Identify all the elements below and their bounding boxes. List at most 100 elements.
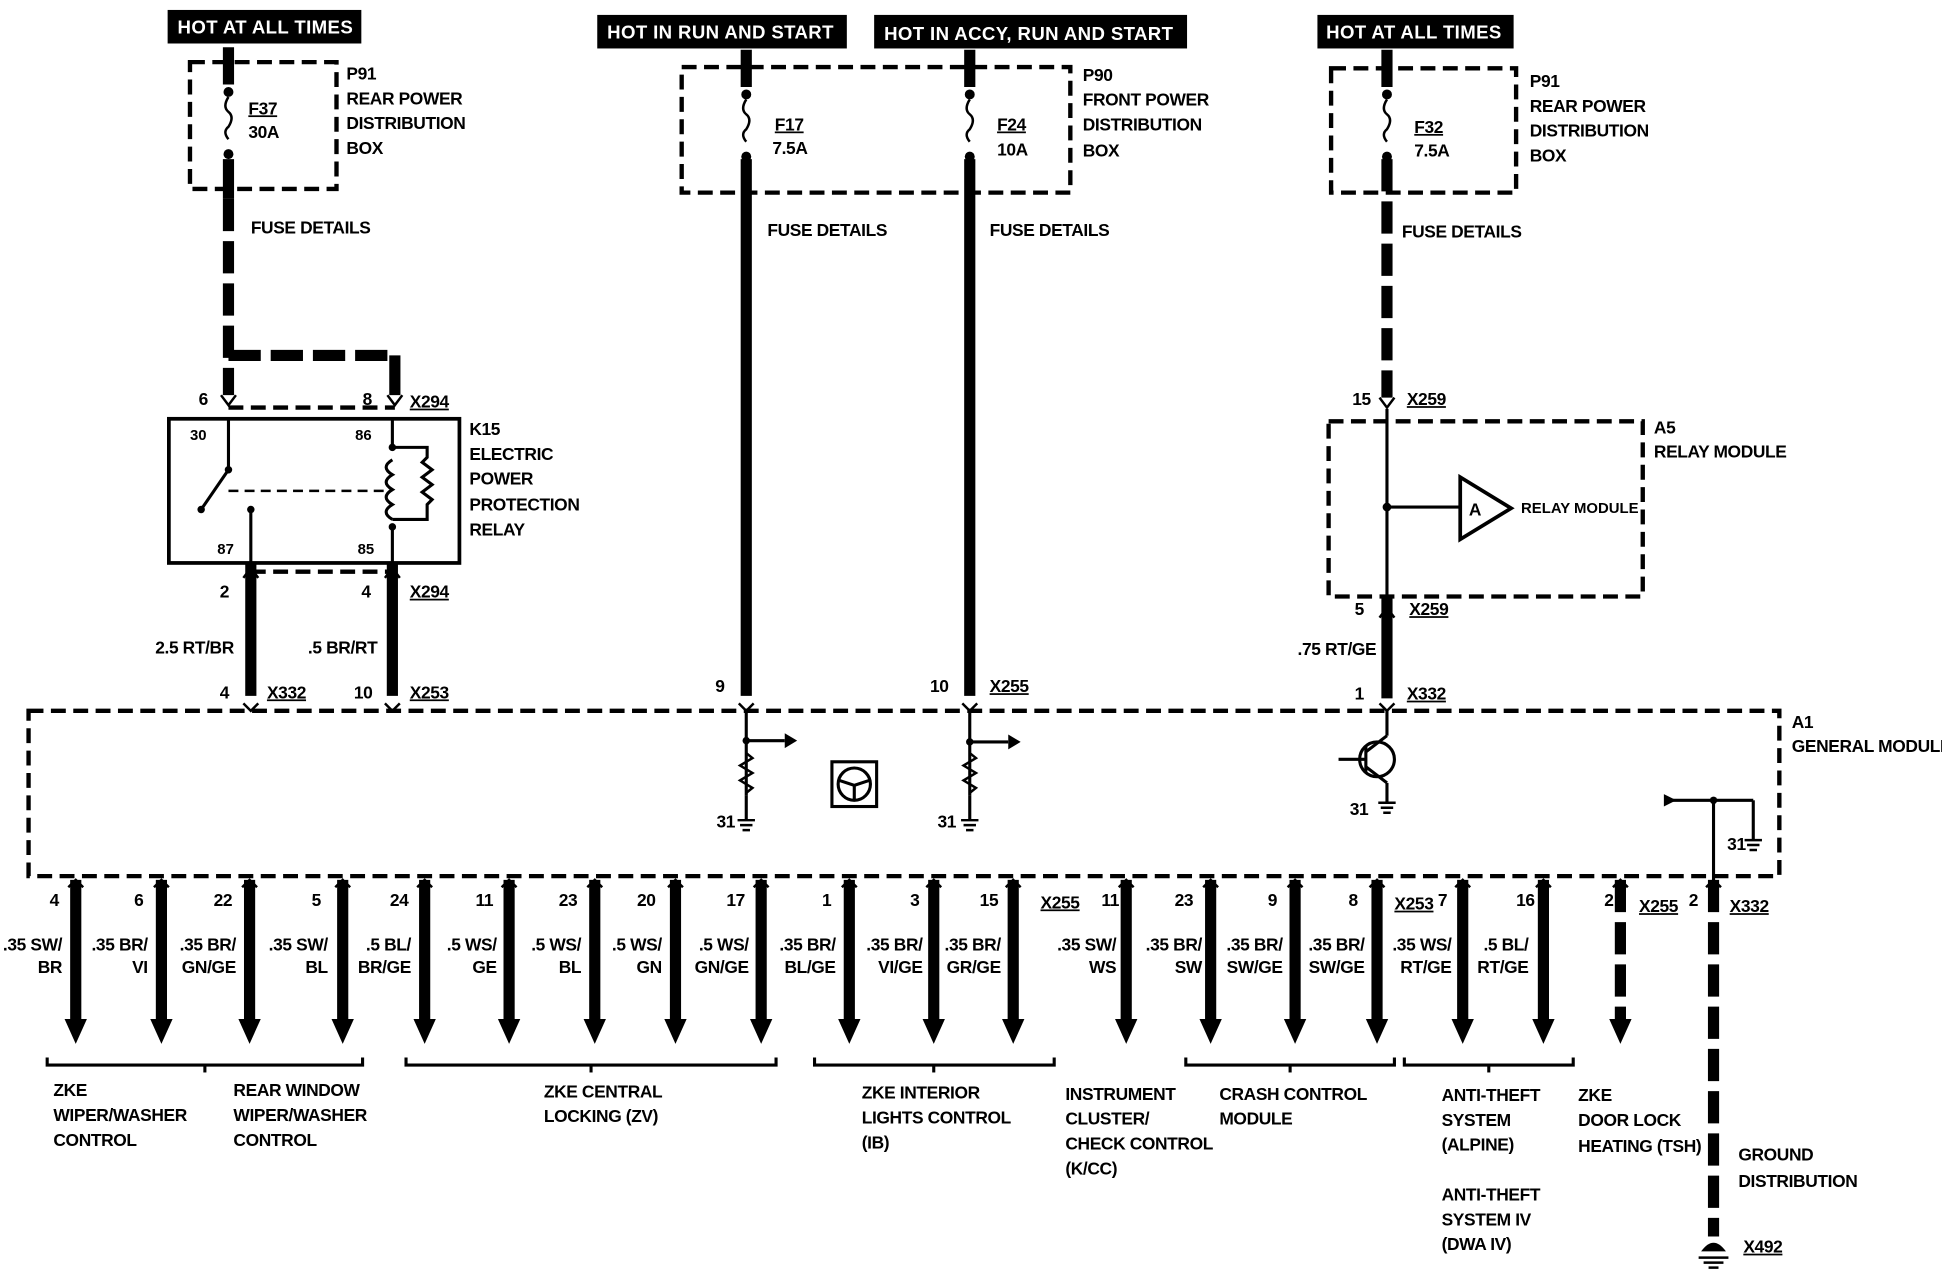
svg-text:MODULE: MODULE [1219,1109,1292,1129]
output-wire-color: GR/GE [947,957,1001,977]
output-pin-number: 1 [822,890,832,910]
svg-text:HOT AT ALL TIMES: HOT AT ALL TIMES [178,17,354,38]
output-arrow [1283,1019,1307,1044]
svg-text:FRONT POWER: FRONT POWER [1083,90,1210,110]
fuse-f32-rating: 7.5A [1414,141,1450,161]
output-wire-color: .35 SW/ [1057,935,1117,955]
output-arrow [238,1019,261,1044]
svg-text:INSTRUMENT: INSTRUMENT [1065,1084,1176,1104]
svg-text:DISTRIBUTION: DISTRIBUTION [346,113,465,133]
svg-text:X332: X332 [1407,684,1446,704]
output-wire-color: .5 BL/ [1483,935,1529,955]
svg-text:X332: X332 [1730,896,1769,916]
output-wire-color: SW/GE [1309,957,1365,977]
output-wire-color: .5 WS/ [612,935,662,955]
svg-text:ELECTRIC: ELECTRIC [469,444,554,464]
output-arrow [331,1019,354,1044]
output-arrow [1365,1019,1389,1044]
svg-text:.75 RT/GE: .75 RT/GE [1298,639,1377,659]
svg-text:1: 1 [1355,684,1365,704]
fuse-f24-rating: 10A [997,139,1029,159]
svg-text:K15: K15 [469,419,500,439]
output-arrow [664,1019,687,1044]
output-arrow [1199,1019,1222,1044]
svg-text:15: 15 [1352,389,1371,409]
output-wire-color: .35 BR/ [180,935,237,955]
output-arrow [1451,1019,1474,1044]
general-module-a1: A1 GENERAL MODULE 31 31 [26,702,1942,888]
output-wire-color: .5 WS/ [531,935,581,955]
svg-text:CONTROL: CONTROL [53,1130,137,1150]
ground-x492: X492 [1698,1237,1783,1269]
svg-text:DOOR LOCK: DOOR LOCK [1578,1110,1682,1130]
svg-text:RELAY MODULE: RELAY MODULE [1654,441,1787,461]
svg-text:X255: X255 [1639,896,1679,916]
output-arrow [749,1019,773,1044]
svg-text:DISTRIBUTION: DISTRIBUTION [1738,1171,1857,1191]
output-wire-color: .35 SW/ [3,935,63,955]
svg-text:30: 30 [190,428,207,444]
output-wire-color: .35 BR/ [866,935,923,955]
svg-text:DISTRIBUTION: DISTRIBUTION [1530,121,1649,141]
svg-text:DISTRIBUTION: DISTRIBUTION [1083,114,1202,134]
svg-text:X253: X253 [410,682,450,702]
output-pin-number: 23 [1175,890,1194,910]
output-wire-color: GN/GE [182,957,236,977]
svg-text:(IB): (IB) [862,1132,889,1152]
output-arrow [1002,1019,1025,1044]
svg-text:5: 5 [1355,599,1365,619]
output-arrow [64,1019,87,1044]
header-hot-accy-run-start: HOT IN ACCY, RUN AND START [874,14,1188,49]
output-wire-color: .35 SW/ [269,935,329,955]
output-wire-color: .35 BR/ [1308,935,1365,955]
svg-text:HOT IN RUN AND START: HOT IN RUN AND START [607,22,834,43]
svg-text:CHECK CONTROL: CHECK CONTROL [1065,1134,1213,1154]
transistor-icon: 31 [1338,710,1396,819]
svg-text:SYSTEM: SYSTEM [1442,1110,1511,1130]
header-hot-all-times-left: HOT AT ALL TIMES [167,9,362,44]
svg-text:ZKE: ZKE [1578,1085,1612,1105]
output-wire-color: BL [305,957,328,977]
output-wire-color: RT/GE [1477,957,1528,977]
svg-text:(K/CC): (K/CC) [1065,1158,1117,1178]
svg-text:GROUND: GROUND [1738,1145,1813,1165]
svg-text:BOX: BOX [346,138,383,158]
output-wire-color: BL/GE [784,957,835,977]
output-pin-number: 24 [390,890,409,910]
output-arrow [922,1019,945,1044]
fuse-f17-rating: 7.5A [772,138,808,158]
output-arrow [838,1019,861,1044]
svg-text:HEATING (TSH): HEATING (TSH) [1578,1136,1701,1156]
svg-text:(ALPINE): (ALPINE) [1442,1135,1514,1155]
svg-text:4: 4 [220,682,230,702]
svg-text:HOT IN ACCY, RUN AND START: HOT IN ACCY, RUN AND START [884,23,1174,44]
output-pin-number: 8 [1348,890,1358,910]
fuse-box-p91-left: F37 30A P91 REAR POWER DISTRIBUTION BOX [187,47,466,199]
output-wire-color: .35 BR/ [1226,935,1283,955]
steering-icon [830,760,879,809]
dest-zke-wiper: ZKE WIPER/WASHER CONTROL [53,1080,188,1150]
output-arrow [497,1019,521,1044]
fuse-box-p90: F17 7.5A F24 10A P90 FRONT POWER DISTRIB… [679,49,1210,195]
output-pin-number: 3 [910,890,920,910]
header-hot-run-start: HOT IN RUN AND START [597,14,847,49]
svg-text:P91: P91 [1530,71,1560,91]
output-wire-color: .35 BR/ [945,935,1002,955]
fuse-f24-id: F24 [997,114,1027,134]
svg-text:SYSTEM IV: SYSTEM IV [1442,1209,1532,1229]
svg-text:31: 31 [1727,834,1746,854]
fuse-box-p91-right: F32 7.5A P91 REAR POWER DISTRIBUTION BOX [1328,49,1649,195]
output-pin-number: 6 [134,890,144,910]
fuse-f32-id: F32 [1414,117,1443,137]
svg-text:PROTECTION: PROTECTION [469,495,579,515]
dest-interior-lights: ZKE INTERIOR LIGHTS CONTROL (IB) [862,1083,1012,1153]
svg-text:WIPER/WASHER: WIPER/WASHER [233,1105,367,1125]
relay-module-a5: 15 X259 A RELAY MODULE A5 RELAY MODULE [1326,389,1787,599]
output-arrow [583,1019,606,1044]
dest-door-lock: ZKE DOOR LOCK HEATING (TSH) [1578,1085,1702,1156]
internal-ground: 31 [1663,794,1762,888]
dest-central-locking: ZKE CENTRAL LOCKING (ZV) [544,1081,664,1126]
svg-text:X259: X259 [1409,599,1449,619]
output-pin-number: 11 [476,890,494,910]
